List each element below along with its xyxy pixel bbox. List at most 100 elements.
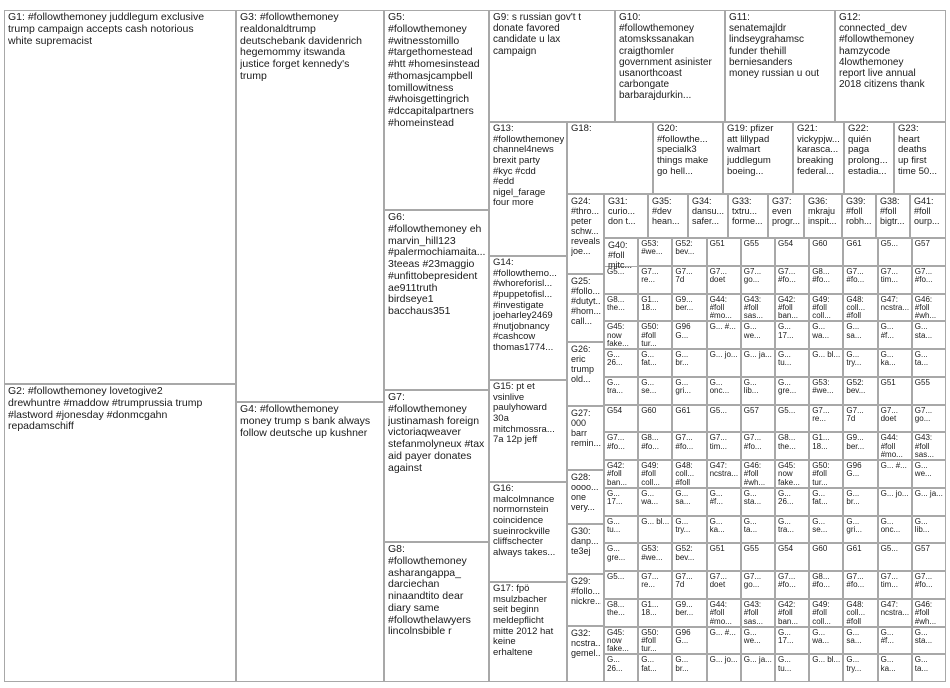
small-group-label: G47: ncstra... <box>880 295 909 312</box>
small-group-cell: G... #f... <box>706 487 741 516</box>
small-group-label: G... ta... <box>743 517 758 534</box>
small-group-label: G... 26... <box>607 656 623 673</box>
small-group-label: G7... #fo... <box>675 434 694 451</box>
small-group-cell: G... we... <box>740 321 775 350</box>
small-group-label: G5... <box>778 406 796 415</box>
small-group-cell: G8... the... <box>775 432 810 461</box>
small-group-cell: G45: now fake... <box>604 321 639 350</box>
group-label: G27: 000 barr remin... <box>571 408 601 449</box>
group-panel-g37: G37: even progr... <box>768 194 804 238</box>
small-group-cell: G7... #fo... <box>740 432 775 461</box>
small-group-cell: G5... <box>604 265 639 294</box>
small-group-cell: G7... #fo... <box>911 265 946 294</box>
small-group-label: G8... #fo... <box>812 573 830 590</box>
group-label: G15: pt et vsinlive paulyhoward 30a mitc… <box>493 382 555 446</box>
small-group-label: G5... <box>880 545 898 554</box>
small-group-cell: G... try... <box>672 515 707 544</box>
small-group-label: G... tu... <box>607 517 621 534</box>
small-group-cell: G51 <box>877 376 912 405</box>
group-panel-g27: G27: 000 barr remin... <box>567 406 604 470</box>
small-group-cell: G46: #foll #wh... <box>911 293 946 322</box>
small-group-cell: G42: #foll ban... <box>604 460 639 488</box>
group-label: G38: #foll bigtr... <box>880 196 905 227</box>
small-group-label: G... onc... <box>709 378 730 396</box>
small-group-label: G... ta... <box>914 351 929 368</box>
small-group-cell: G... #f... <box>877 626 912 655</box>
small-group-cell: G7... #fo... <box>604 432 639 461</box>
small-group-label: G52: bev... <box>675 545 695 562</box>
small-group-label: G53: #we... <box>641 240 663 257</box>
small-group-label: G... sta... <box>914 323 933 340</box>
small-group-cell: G48: coll... #foll <box>843 598 878 627</box>
small-group-label: G... gre... <box>607 545 626 562</box>
small-group-cell: G1... 18... <box>638 293 673 322</box>
group-panel-g7: G7: #followthemoney justinamash foreign … <box>384 390 489 542</box>
group-panel-g34: G34: dansu... safer... <box>688 194 728 238</box>
small-group-label: G57 <box>743 406 759 415</box>
small-group-label: G7... #fo... <box>846 573 865 590</box>
group-panel-g35: G35: #dev hean... <box>648 194 688 238</box>
small-group-cell: G7... re... <box>638 571 673 599</box>
small-group-label: G... #... <box>709 323 736 332</box>
group-panel-g1: G1: #followthemoney juddlegum exclusive … <box>4 10 236 384</box>
small-group-cell: G55 <box>740 543 775 572</box>
small-group-label: G... try... <box>675 517 691 534</box>
group-label: G14: #followthemo... #whoreforisl... #pu… <box>493 258 557 353</box>
small-group-cell: G44: #foll #mo... <box>706 598 741 627</box>
small-group-label: G... bl... <box>641 517 670 526</box>
small-group-label: G7... 7d <box>675 267 693 285</box>
small-group-label: G8... #fo... <box>812 267 830 285</box>
small-group-label: G... try... <box>846 656 862 673</box>
small-group-label: G8... the... <box>607 600 625 618</box>
small-group-label: G47: ncstra... <box>880 600 909 618</box>
group-label: G28: oooo... one very... <box>571 472 599 513</box>
group-label: G5: #followthemoney #witnesstomillo #tar… <box>388 12 480 129</box>
small-group-label: G... se... <box>812 517 828 534</box>
group-panel-g17: G17: fpö msulzbacher seit beginn meldepf… <box>489 582 567 682</box>
small-group-label: G45: now fake... <box>607 323 629 349</box>
group-label: G34: dansu... safer... <box>692 196 725 227</box>
small-group-cell: G49: #foll coll... <box>809 293 844 322</box>
group-panel-g14: G14: #followthemo... #whoreforisl... #pu… <box>489 256 567 380</box>
small-group-cell: G60 <box>638 404 673 433</box>
group-panel-g6: G6: #followthemoney eh marvin_hill123 #p… <box>384 210 489 390</box>
small-group-cell: G... bl... <box>638 515 673 544</box>
small-group-cell: G... lib... <box>740 376 775 405</box>
small-group-label: G... try... <box>846 351 862 368</box>
small-group-label: G55 <box>914 378 930 387</box>
small-group-label: G61 <box>846 240 862 248</box>
small-group-cell: G52: bev... <box>672 543 707 572</box>
small-group-cell: G... ka... <box>706 515 741 544</box>
small-group-cell: G7... go... <box>740 265 775 294</box>
small-group-label: G7... re... <box>812 406 830 423</box>
small-group-cell: G... lib... <box>911 515 946 544</box>
small-group-label: G... bl... <box>812 656 841 665</box>
small-group-label: G... sa... <box>846 628 862 645</box>
small-group-label: G7... #fo... <box>778 267 796 285</box>
group-panel-g36: G36: mkraju inspit... <box>804 194 842 238</box>
small-group-label: G55 <box>743 240 759 248</box>
small-group-label: G7... go... <box>743 573 762 590</box>
small-group-label: G... fat... <box>641 656 657 673</box>
small-group-cell: G9... ber... <box>672 293 707 322</box>
small-group-cell: G45: now fake... <box>775 460 810 488</box>
small-group-cell: G7... #fo... <box>775 265 810 294</box>
small-group-label: G44: #foll #mo... <box>880 434 903 460</box>
small-group-cell: G... sa... <box>843 321 878 350</box>
small-group-label: G... ka... <box>880 351 896 368</box>
small-group-cell: G... wa... <box>809 321 844 350</box>
small-group-cell: G... br... <box>672 654 707 683</box>
group-label: G41: #foll ourp... <box>914 196 940 227</box>
small-group-cell: G61 <box>672 404 707 433</box>
group-panel-g26: G26: eric trump old... <box>567 342 604 406</box>
group-panel-g12: G12: connected_dev #followthemoney hamzy… <box>835 10 946 122</box>
group-label: G29: #follo... nickre... <box>571 576 601 607</box>
small-group-cell: G51 <box>706 238 741 266</box>
group-label: G31: curio... don t... <box>608 196 636 227</box>
small-group-cell: G7... 7d <box>672 571 707 599</box>
small-group-label: G7... tim... <box>709 434 727 451</box>
small-group-label: G... we... <box>743 323 761 340</box>
group-label: G26: eric trump old... <box>571 344 595 385</box>
small-group-label: G57 <box>914 545 930 554</box>
